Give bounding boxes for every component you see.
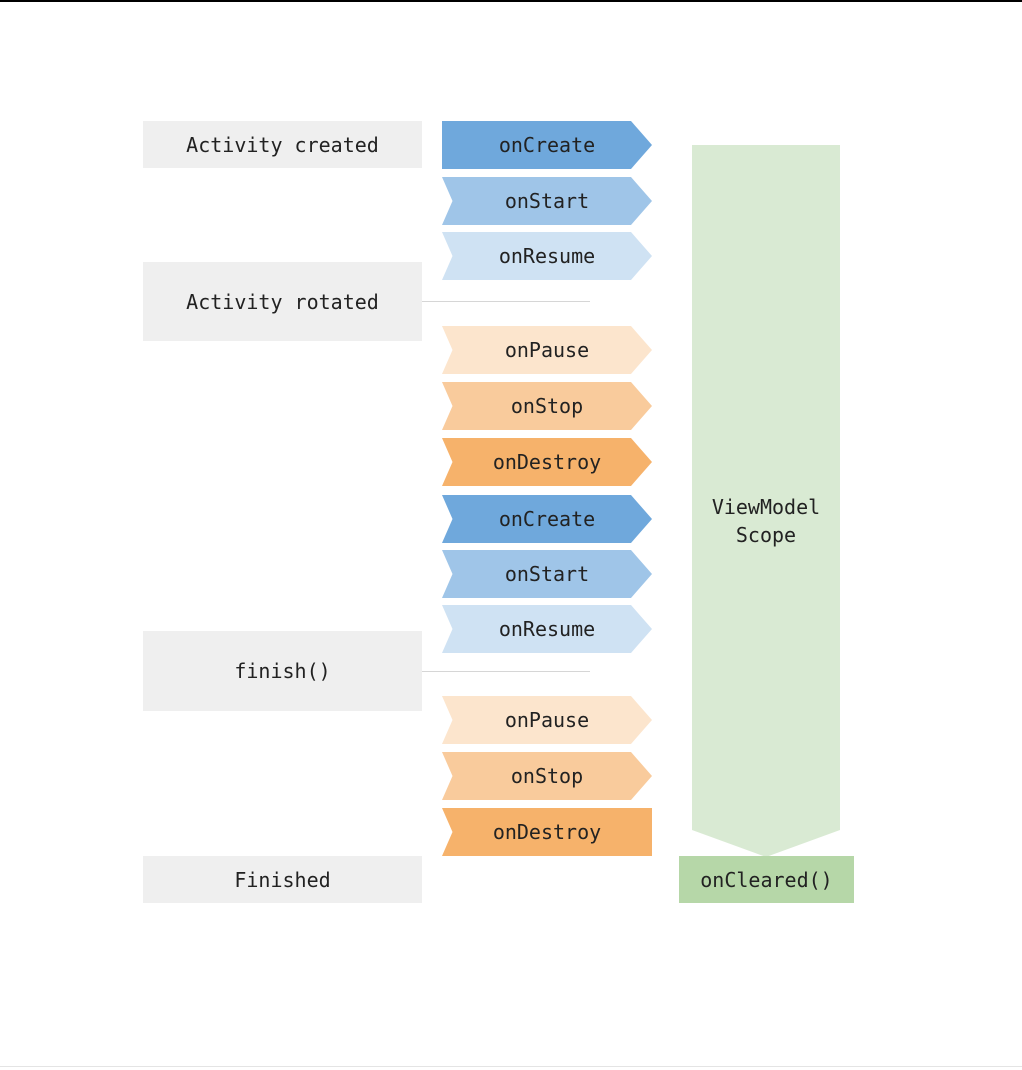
connector-line	[422, 301, 590, 302]
step-label: onDestroy	[492, 450, 602, 474]
step-label: onResume	[498, 617, 596, 641]
viewmodel-scope-label: ViewModel Scope	[711, 495, 821, 547]
state-label: Activity created	[186, 132, 379, 157]
step-onstart: onStart	[442, 177, 652, 225]
step-onstop: onStop	[442, 752, 652, 800]
state-label: Activity rotated	[186, 289, 379, 314]
state-label: finish()	[234, 659, 331, 683]
step-onstop: onStop	[442, 382, 652, 430]
oncleared-box: onCleared()	[679, 856, 854, 903]
step-label: onCreate	[498, 507, 596, 531]
step-label: onDestroy	[492, 820, 602, 844]
step-label: onResume	[498, 244, 596, 268]
step-label: onCreate	[498, 133, 596, 157]
oncleared-label: onCleared()	[700, 867, 833, 892]
top-border	[0, 0, 1022, 2]
state-label: Finished	[234, 867, 331, 892]
step-ondestroy: onDestroy	[442, 808, 652, 856]
bottom-border	[0, 1066, 1022, 1067]
step-oncreate: onCreate	[442, 121, 652, 169]
state-finish-call: finish()	[143, 631, 422, 711]
connector-line	[422, 671, 590, 672]
step-onpause: onPause	[442, 326, 652, 374]
state-activity-created: Activity created	[143, 121, 422, 168]
step-onstart: onStart	[442, 550, 652, 598]
step-label: onPause	[504, 708, 590, 732]
step-onpause: onPause	[442, 696, 652, 744]
step-label: onStop	[510, 764, 584, 788]
step-onresume: onResume	[442, 605, 652, 653]
state-activity-rotated: Activity rotated	[143, 262, 422, 341]
step-label: onStop	[510, 394, 584, 418]
step-label: onStart	[504, 189, 590, 213]
step-ondestroy: onDestroy	[442, 438, 652, 486]
step-label: onStart	[504, 562, 590, 586]
state-finished: Finished	[143, 856, 422, 903]
viewmodel-scope-arrow	[692, 145, 840, 857]
step-oncreate: onCreate	[442, 495, 652, 543]
step-onresume: onResume	[442, 232, 652, 280]
step-label: onPause	[504, 338, 590, 362]
